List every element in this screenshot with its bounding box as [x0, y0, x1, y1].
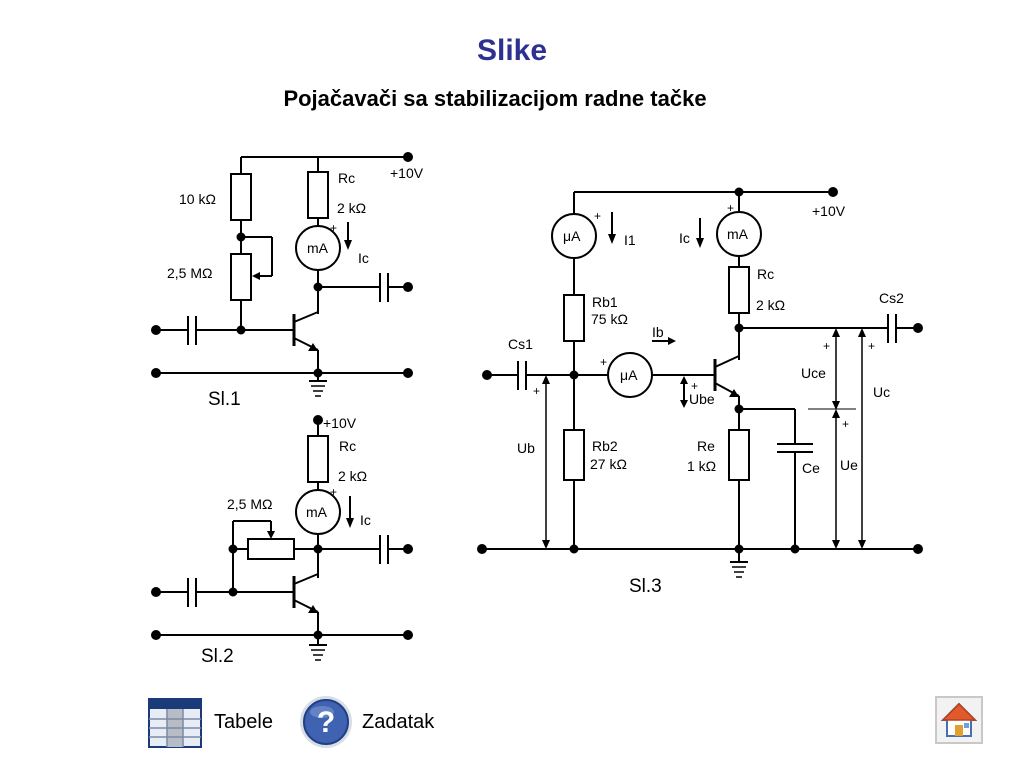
fig3-ube-plus: +: [691, 379, 698, 393]
fig3-ic-label: Ic: [679, 230, 690, 246]
fig3-ma-plus: +: [727, 201, 734, 215]
fig3-re-value: 1 kΩ: [687, 458, 716, 474]
fig1-rc-value: 2 kΩ: [337, 200, 366, 216]
fig3-ube-label: Ube: [689, 391, 715, 407]
fig3-ua2-plus: +: [600, 355, 607, 369]
home-icon: [935, 696, 983, 744]
fig1-plus: +: [330, 221, 337, 235]
figure-2: [151, 415, 413, 661]
fig3-rc-name: Rc: [757, 266, 774, 282]
fig3-ma-meter-label: mA: [727, 226, 749, 242]
fig3-uce-label: Uce: [801, 365, 826, 381]
fig3-ue-plus: +: [842, 417, 849, 431]
fig2-rc-name: Rc: [339, 438, 356, 454]
page-title: Slike: [476, 34, 548, 67]
fig3-uc-label: Uc: [873, 384, 890, 400]
fig3-ua-meter-label: μA: [563, 228, 581, 244]
svg-text:?: ?: [317, 706, 335, 739]
fig3-uc-plus: +: [868, 339, 875, 353]
fig3-caption: Sl.3: [629, 576, 662, 597]
fig3-uce-plus: +: [823, 339, 830, 353]
zadatak-button[interactable]: ?: [298, 694, 354, 750]
fig2-rc-value: 2 kΩ: [338, 468, 367, 484]
fig2-ic-label: Ic: [360, 512, 371, 528]
page-subtitle: Pojačavači sa stabilizacijom radne tačke: [283, 86, 707, 111]
fig3-ua-plus: +: [594, 209, 601, 223]
figure-3: [477, 187, 923, 578]
fig3-cs1-plus: +: [533, 384, 540, 398]
fig3-ce-label: Ce: [802, 460, 820, 476]
fig1-supply-label: +10V: [390, 165, 424, 181]
fig3-ub-label: Ub: [517, 440, 535, 456]
home-button[interactable]: [935, 696, 983, 744]
fig1-caption: Sl.1: [208, 389, 241, 410]
fig3-rb2-value: 27 kΩ: [590, 456, 627, 472]
fig2-pot-label: 2,5 MΩ: [227, 496, 272, 512]
help-icon: ?: [300, 696, 352, 748]
fig1-rc-name: Rc: [338, 170, 355, 186]
fig3-supply-label: +10V: [812, 203, 846, 219]
tabele-link[interactable]: Tabele: [214, 711, 273, 733]
fig3-rb2-name: Rb2: [592, 438, 618, 454]
fig1-ic-label: Ic: [358, 250, 369, 266]
fig3-ua2-meter-label: μA: [620, 367, 638, 383]
fig2-supply-label: +10V: [323, 415, 357, 431]
tabele-button[interactable]: [148, 698, 202, 748]
fig3-ib-label: Ib: [652, 324, 664, 340]
table-icon: [148, 698, 202, 748]
fig3-cs1-label: Cs1: [508, 336, 533, 352]
fig3-ue-label: Ue: [840, 457, 858, 473]
fig3-cs2-label: Cs2: [879, 290, 904, 306]
fig3-rb1-name: Rb1: [592, 294, 618, 310]
fig3-rb1-value: 75 kΩ: [591, 311, 628, 327]
fig1-pot-label: 2,5 MΩ: [167, 265, 212, 281]
fig1-meter-label: mA: [307, 240, 329, 256]
fig3-i1-label: I1: [624, 232, 636, 248]
circuit-diagrams: +10V 10 kΩ 2,5 MΩ Rc 2 kΩ mA + Ic Sl.1 +…: [151, 152, 923, 667]
fig2-meter-label: mA: [306, 504, 328, 520]
zadatak-link[interactable]: Zadatak: [362, 711, 435, 733]
fig2-plus: +: [330, 485, 337, 499]
fig2-caption: Sl.2: [201, 646, 234, 667]
fig1-rbase-label: 10 kΩ: [179, 191, 216, 207]
fig3-rc-value: 2 kΩ: [756, 297, 785, 313]
fig3-re-name: Re: [697, 438, 715, 454]
figure-1: [151, 152, 413, 397]
